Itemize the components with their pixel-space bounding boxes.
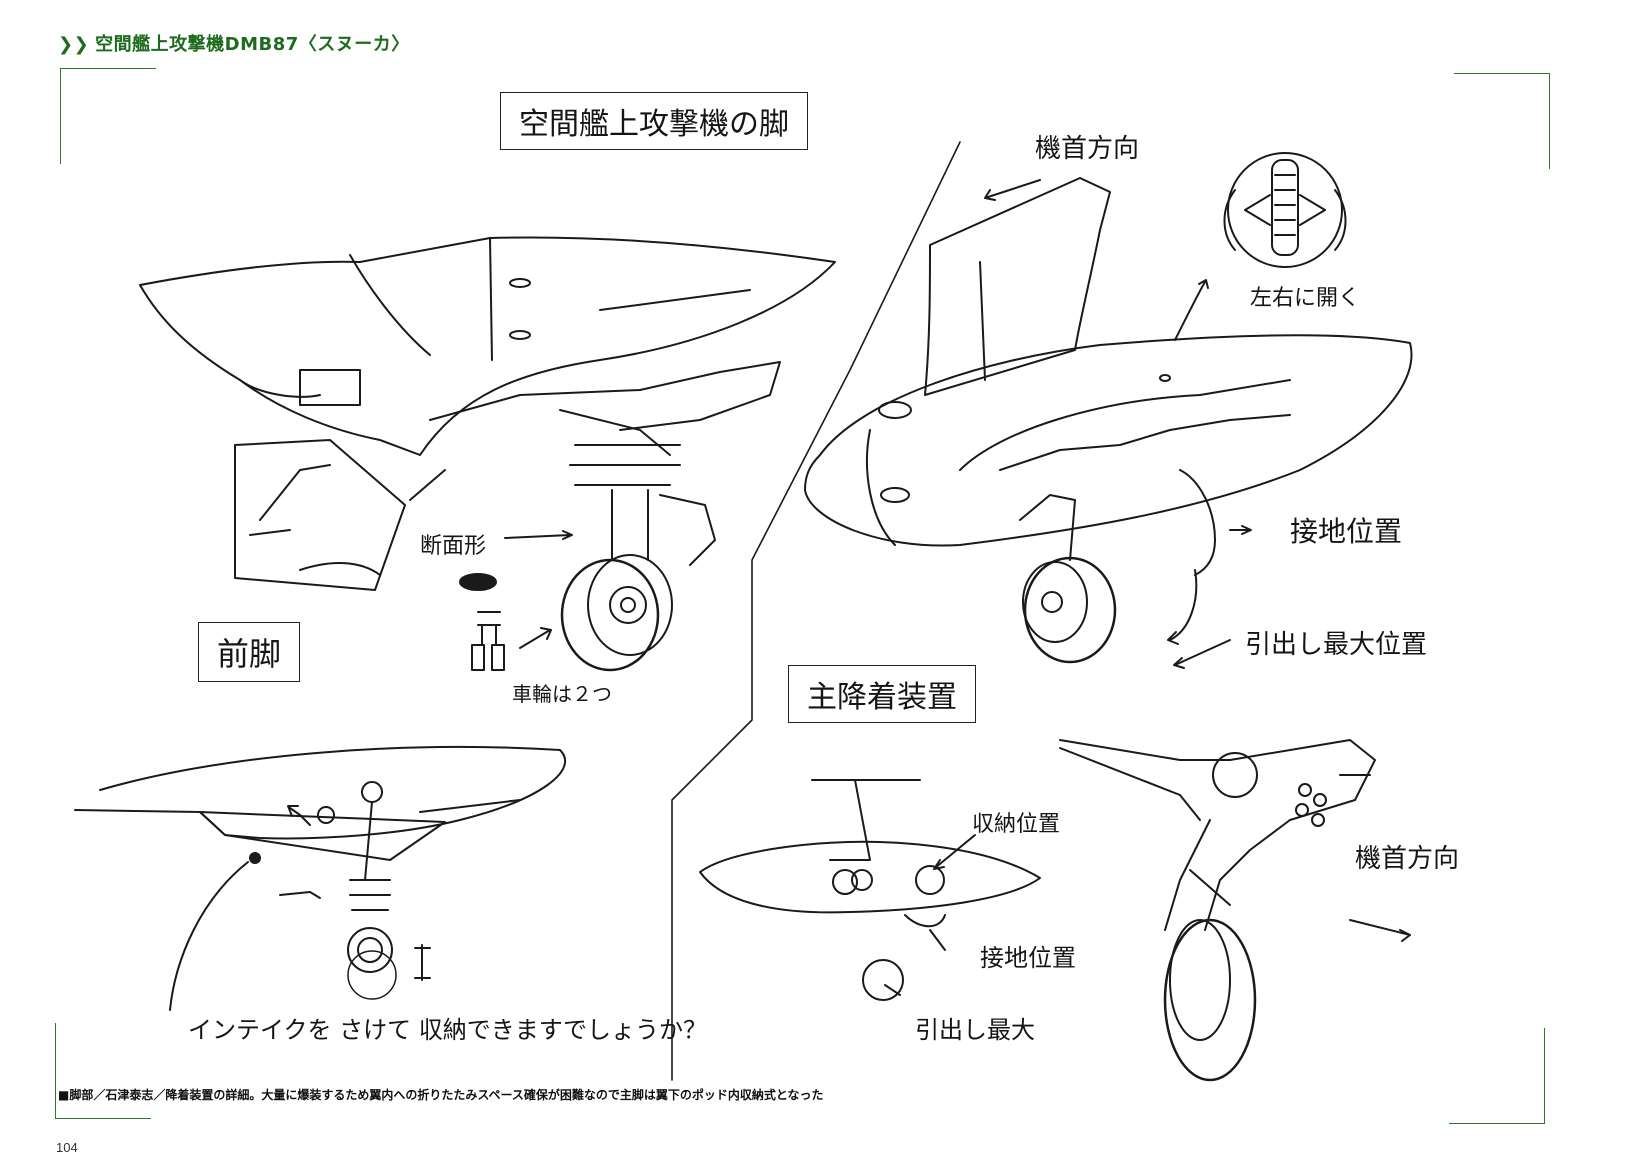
max-extend-label: 引出し最大位置 [1245,630,1428,660]
stowed-position-label: 収納位置 [972,812,1061,837]
arrow-line [169,861,249,1011]
hatch-rotation-diagram [1223,152,1347,268]
max-extend-label-2: 引出し最大 [915,1016,1035,1044]
ground-position-label: 接地位置 [1290,515,1403,548]
arrow-line [984,179,1041,201]
opens-left-right-label: 左右に開く [1250,286,1361,311]
section-shape [459,573,497,591]
corner-mark-bottom-left [55,1023,151,1119]
page-title: 空間艦上攻撃機DMB87〈スヌーカ〉 [95,34,410,55]
arrow-line [1174,279,1209,341]
ground-position-label-2: 接地位置 [980,944,1076,972]
intake-question-label: インテイクを さけて 収納できますでしょうか？ [188,1016,708,1044]
page-header: ❯❯空間艦上攻撃機DMB87〈スヌーカ〉 [58,30,410,56]
arrow-line [1229,525,1252,535]
cross-section-label: 断面形 [420,534,487,559]
divider-line [671,141,961,1081]
mini-gear-sketch [471,611,552,671]
wing-pod-sketch [74,745,567,1000]
figure-caption: ■脚部／石津泰志／降着装置の詳細。大量に爆装するため翼内への折りたたみスペース確… [58,1086,824,1103]
corner-mark-top-right [1454,73,1550,169]
arrow-line [1173,639,1231,669]
nose-direction-label-2: 機首方向 [1355,844,1460,874]
nose-direction-label: 機首方向 [1035,134,1140,164]
nose-gear-pod [139,236,836,456]
main-title-label: 空間艦上攻撃機の脚 [500,92,808,150]
page-number: 104 [56,1140,78,1155]
front-leg-label: 前脚 [198,622,301,682]
corner-mark-top-left [60,68,156,164]
two-wheels-label: 車輪は２つ [512,682,612,706]
main-gear-wheel [1019,494,1117,664]
main-gear-strut-closeup [1059,739,1411,1082]
arrow-line [504,530,573,540]
caption-text: ■脚部／石津泰志／降着装置の詳細。大量に爆装するため翼内への折りたたみスペース確… [58,1088,824,1102]
inset-hatch-sketch [234,439,446,591]
chevron-icon: ❯❯ [58,34,90,55]
stowed-pod-sketch [699,779,1041,1001]
nose-gear-strut [429,361,781,672]
main-gear-label: 主降着装置 [788,665,976,723]
arrow-line [1167,569,1198,645]
corner-mark-bottom-right [1449,1028,1545,1124]
main-gear-pod [804,177,1413,576]
